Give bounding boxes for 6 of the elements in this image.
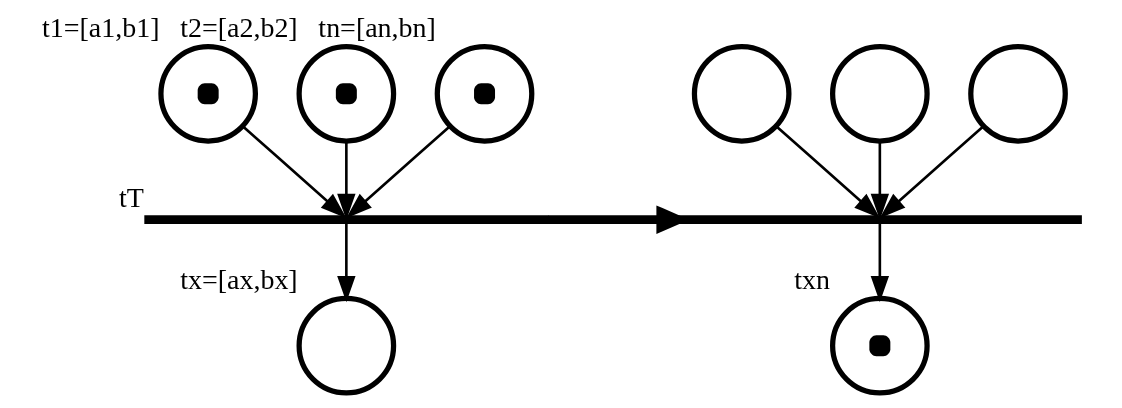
node-label: tn=[an,bn] — [317, 12, 436, 44]
node-label: t2=[a2,b2] — [179, 12, 298, 44]
node-label: txn — [793, 264, 830, 296]
node-label: tT — [118, 182, 144, 214]
node-label: t1=[a1,b1] — [41, 12, 160, 44]
node-label: tx=[ax,bx] — [179, 264, 298, 296]
